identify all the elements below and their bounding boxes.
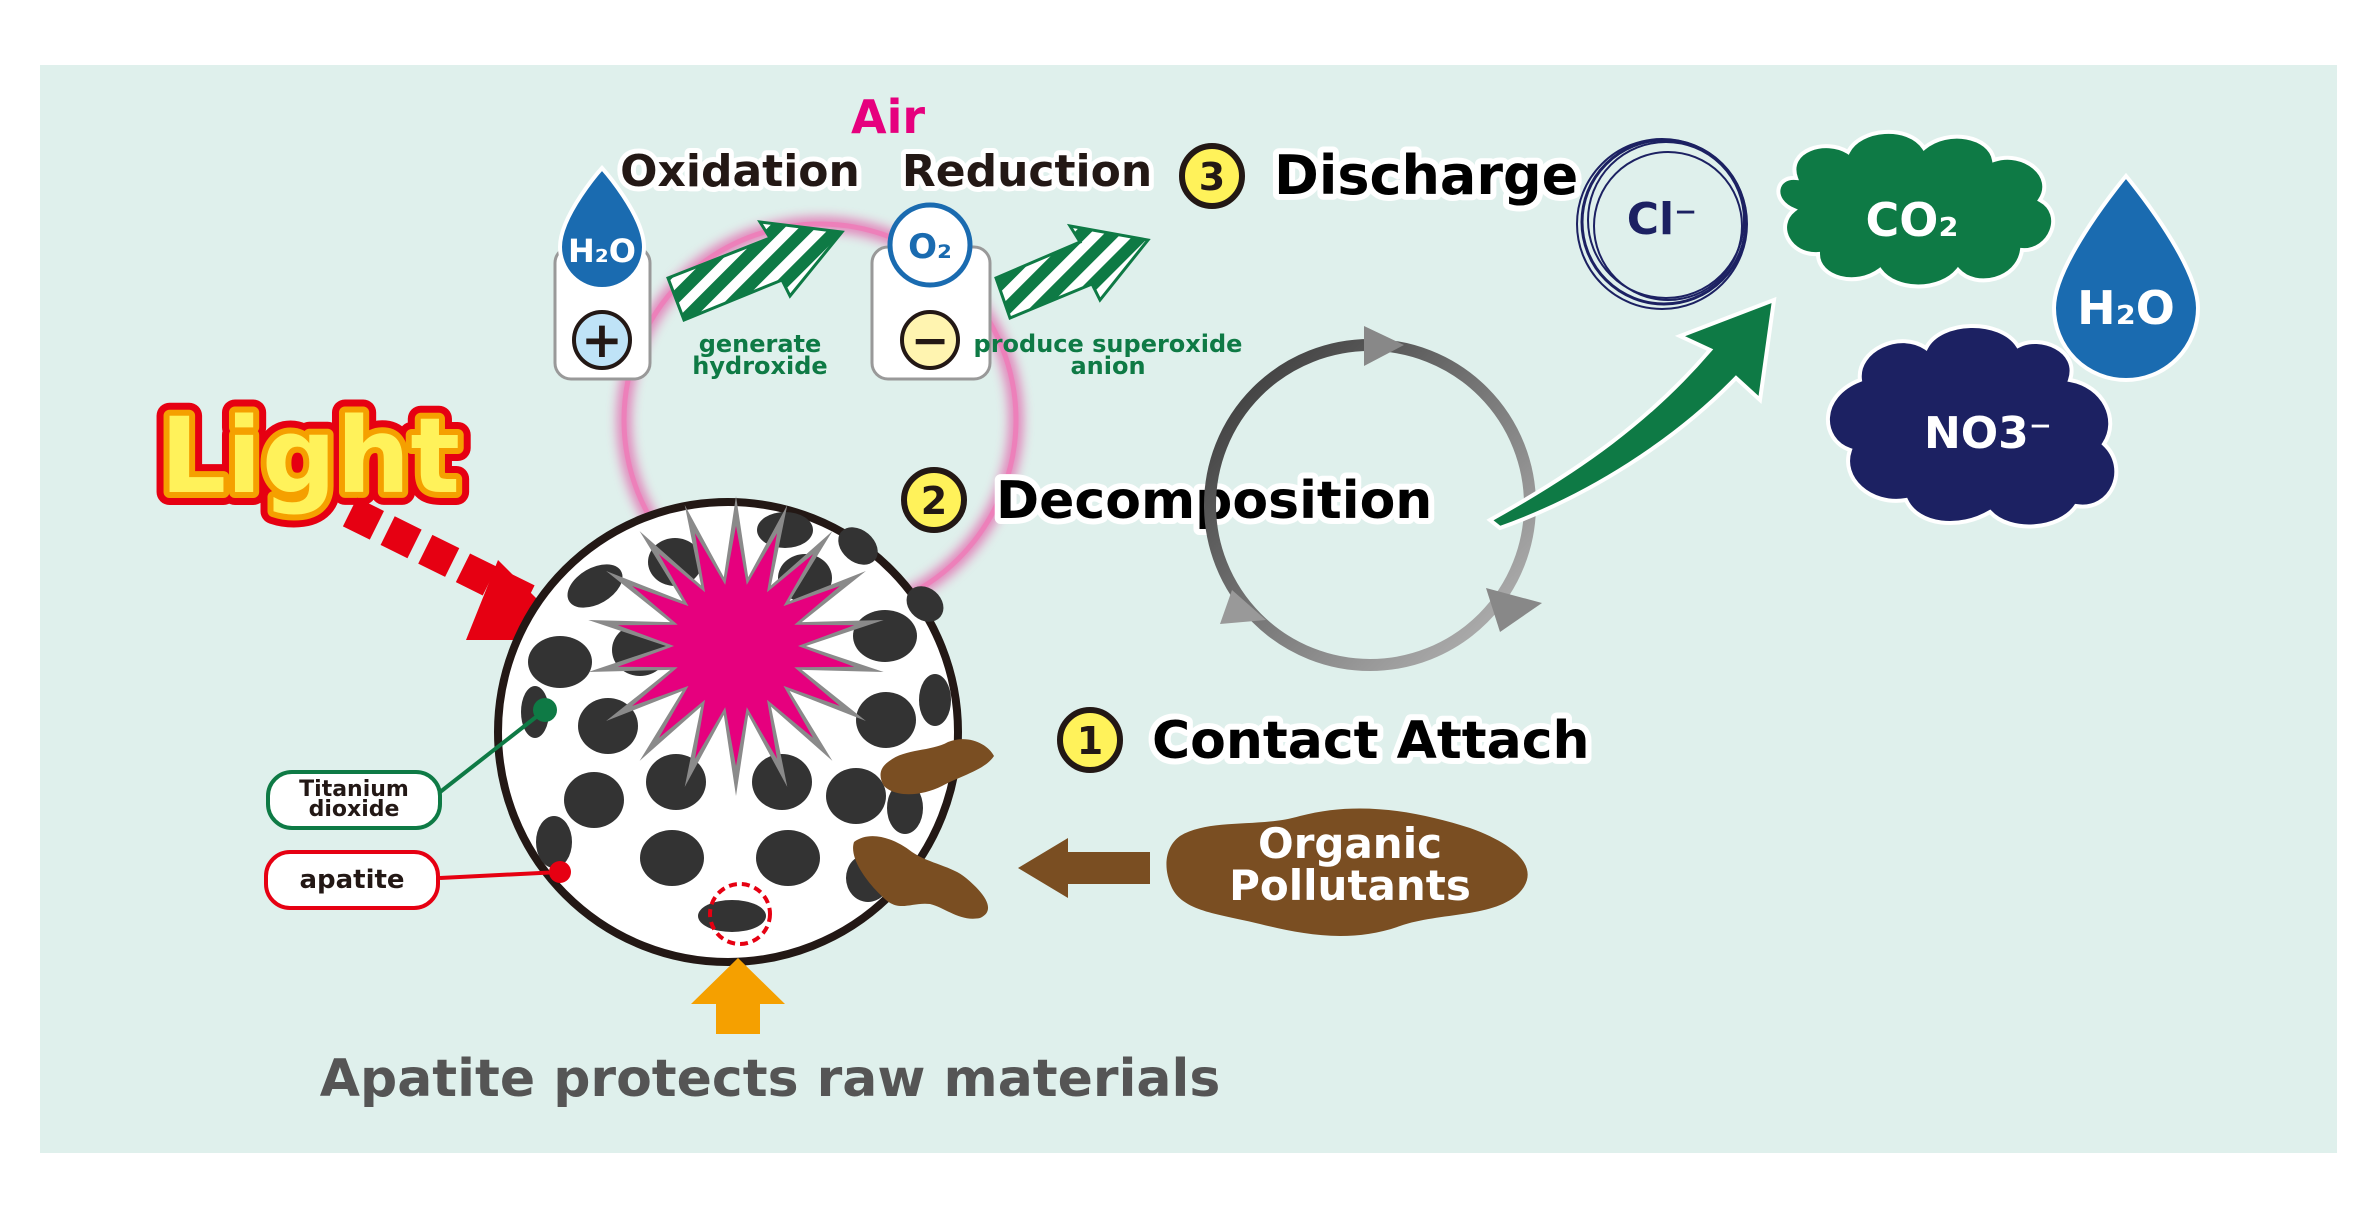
organic-pollutants-blob: Organic Pollutants (1166, 808, 1528, 936)
generate-label: generate (699, 330, 822, 358)
left-arrow-icon (1018, 838, 1150, 898)
svg-text:Cl⁻: Cl⁻ (1627, 194, 1698, 245)
hatched-arrow-icon (666, 220, 845, 322)
highlight-ring (708, 882, 772, 946)
pollutant-blob (880, 739, 994, 795)
starburst-inner (617, 526, 855, 766)
svg-text:3: 3 (1199, 155, 1225, 199)
oxidation-card: H₂O + (553, 164, 652, 381)
svg-text:−: − (911, 313, 950, 367)
reduction-card: O₂ − (870, 202, 992, 381)
superoxide-label: produce superoxide (974, 330, 1243, 358)
svg-text:Organic: Organic (1258, 819, 1442, 868)
starburst-icon (588, 496, 884, 796)
up-arrow-icon (691, 958, 785, 1034)
svg-text:CO₂: CO₂ (1865, 193, 1958, 247)
titanium-dioxide-callout: Titanium dioxide (266, 698, 557, 830)
svg-text:Contact Attach: Contact Attach (1152, 711, 1590, 771)
no3-cloud: NO3⁻ (1825, 324, 2119, 529)
svg-text:2: 2 (921, 479, 947, 523)
svg-text:Titanium: Titanium (299, 777, 409, 802)
oxidation-label: Oxidation Oxidation (615, 141, 865, 202)
svg-text:NO3⁻: NO3⁻ (1924, 408, 2052, 459)
svg-text:H₂O: H₂O (568, 232, 636, 270)
pollutant-blob (853, 836, 989, 919)
svg-text:Oxidation: Oxidation (620, 146, 860, 197)
water-drop-icon: H₂O (557, 164, 647, 291)
svg-text:Reduction: Reduction (902, 146, 1152, 197)
svg-text:1: 1 (1077, 719, 1103, 763)
svg-text:Pollutants: Pollutants (1229, 861, 1471, 910)
hatched-arrow-icon (994, 223, 1151, 320)
o2-icon: O₂ (887, 202, 973, 288)
water-drop-icon: H₂O (2051, 172, 2201, 382)
minus-icon: − (900, 310, 960, 370)
svg-text:apatite: apatite (299, 865, 404, 895)
svg-text:Light: Light (160, 395, 460, 517)
svg-text:Contact Attach: Contact Attach (1152, 711, 1590, 771)
svg-text:Discharge: Discharge (1274, 144, 1578, 207)
step-3-label: 3 Discharge Discharge (1179, 138, 1584, 213)
plus-icon: + (572, 310, 632, 370)
curved-arrow-icon (1486, 296, 1777, 531)
reduction-label: Reduction Reduction (897, 141, 1157, 202)
svg-text:Reduction: Reduction (902, 146, 1152, 197)
hydroxide-label: hydroxide (692, 352, 827, 380)
svg-text:Light: Light (160, 395, 460, 517)
apatite-protects-caption: Apatite protects raw materials (320, 1049, 1221, 1109)
particle-sphere (494, 496, 962, 966)
step-1-label: 1 Contact Attach Contact Attach (1057, 705, 1596, 777)
air-label: Air (851, 90, 925, 144)
chloride-icon: Cl⁻ (1576, 138, 1748, 310)
apatite-callout: apatite (264, 850, 571, 910)
svg-text:dioxide: dioxide (309, 797, 400, 822)
light-label: Light Light Light (147, 382, 473, 530)
co2-cloud: CO₂ (1776, 129, 2055, 289)
svg-text:Oxidation: Oxidation (620, 146, 860, 197)
anion-label: anion (1070, 352, 1145, 380)
svg-text:O₂: O₂ (908, 227, 952, 267)
svg-text:Discharge: Discharge (1274, 144, 1578, 207)
svg-text:Light: Light (160, 395, 460, 517)
svg-text:+: + (581, 311, 623, 369)
svg-text:H₂O: H₂O (2077, 281, 2175, 335)
